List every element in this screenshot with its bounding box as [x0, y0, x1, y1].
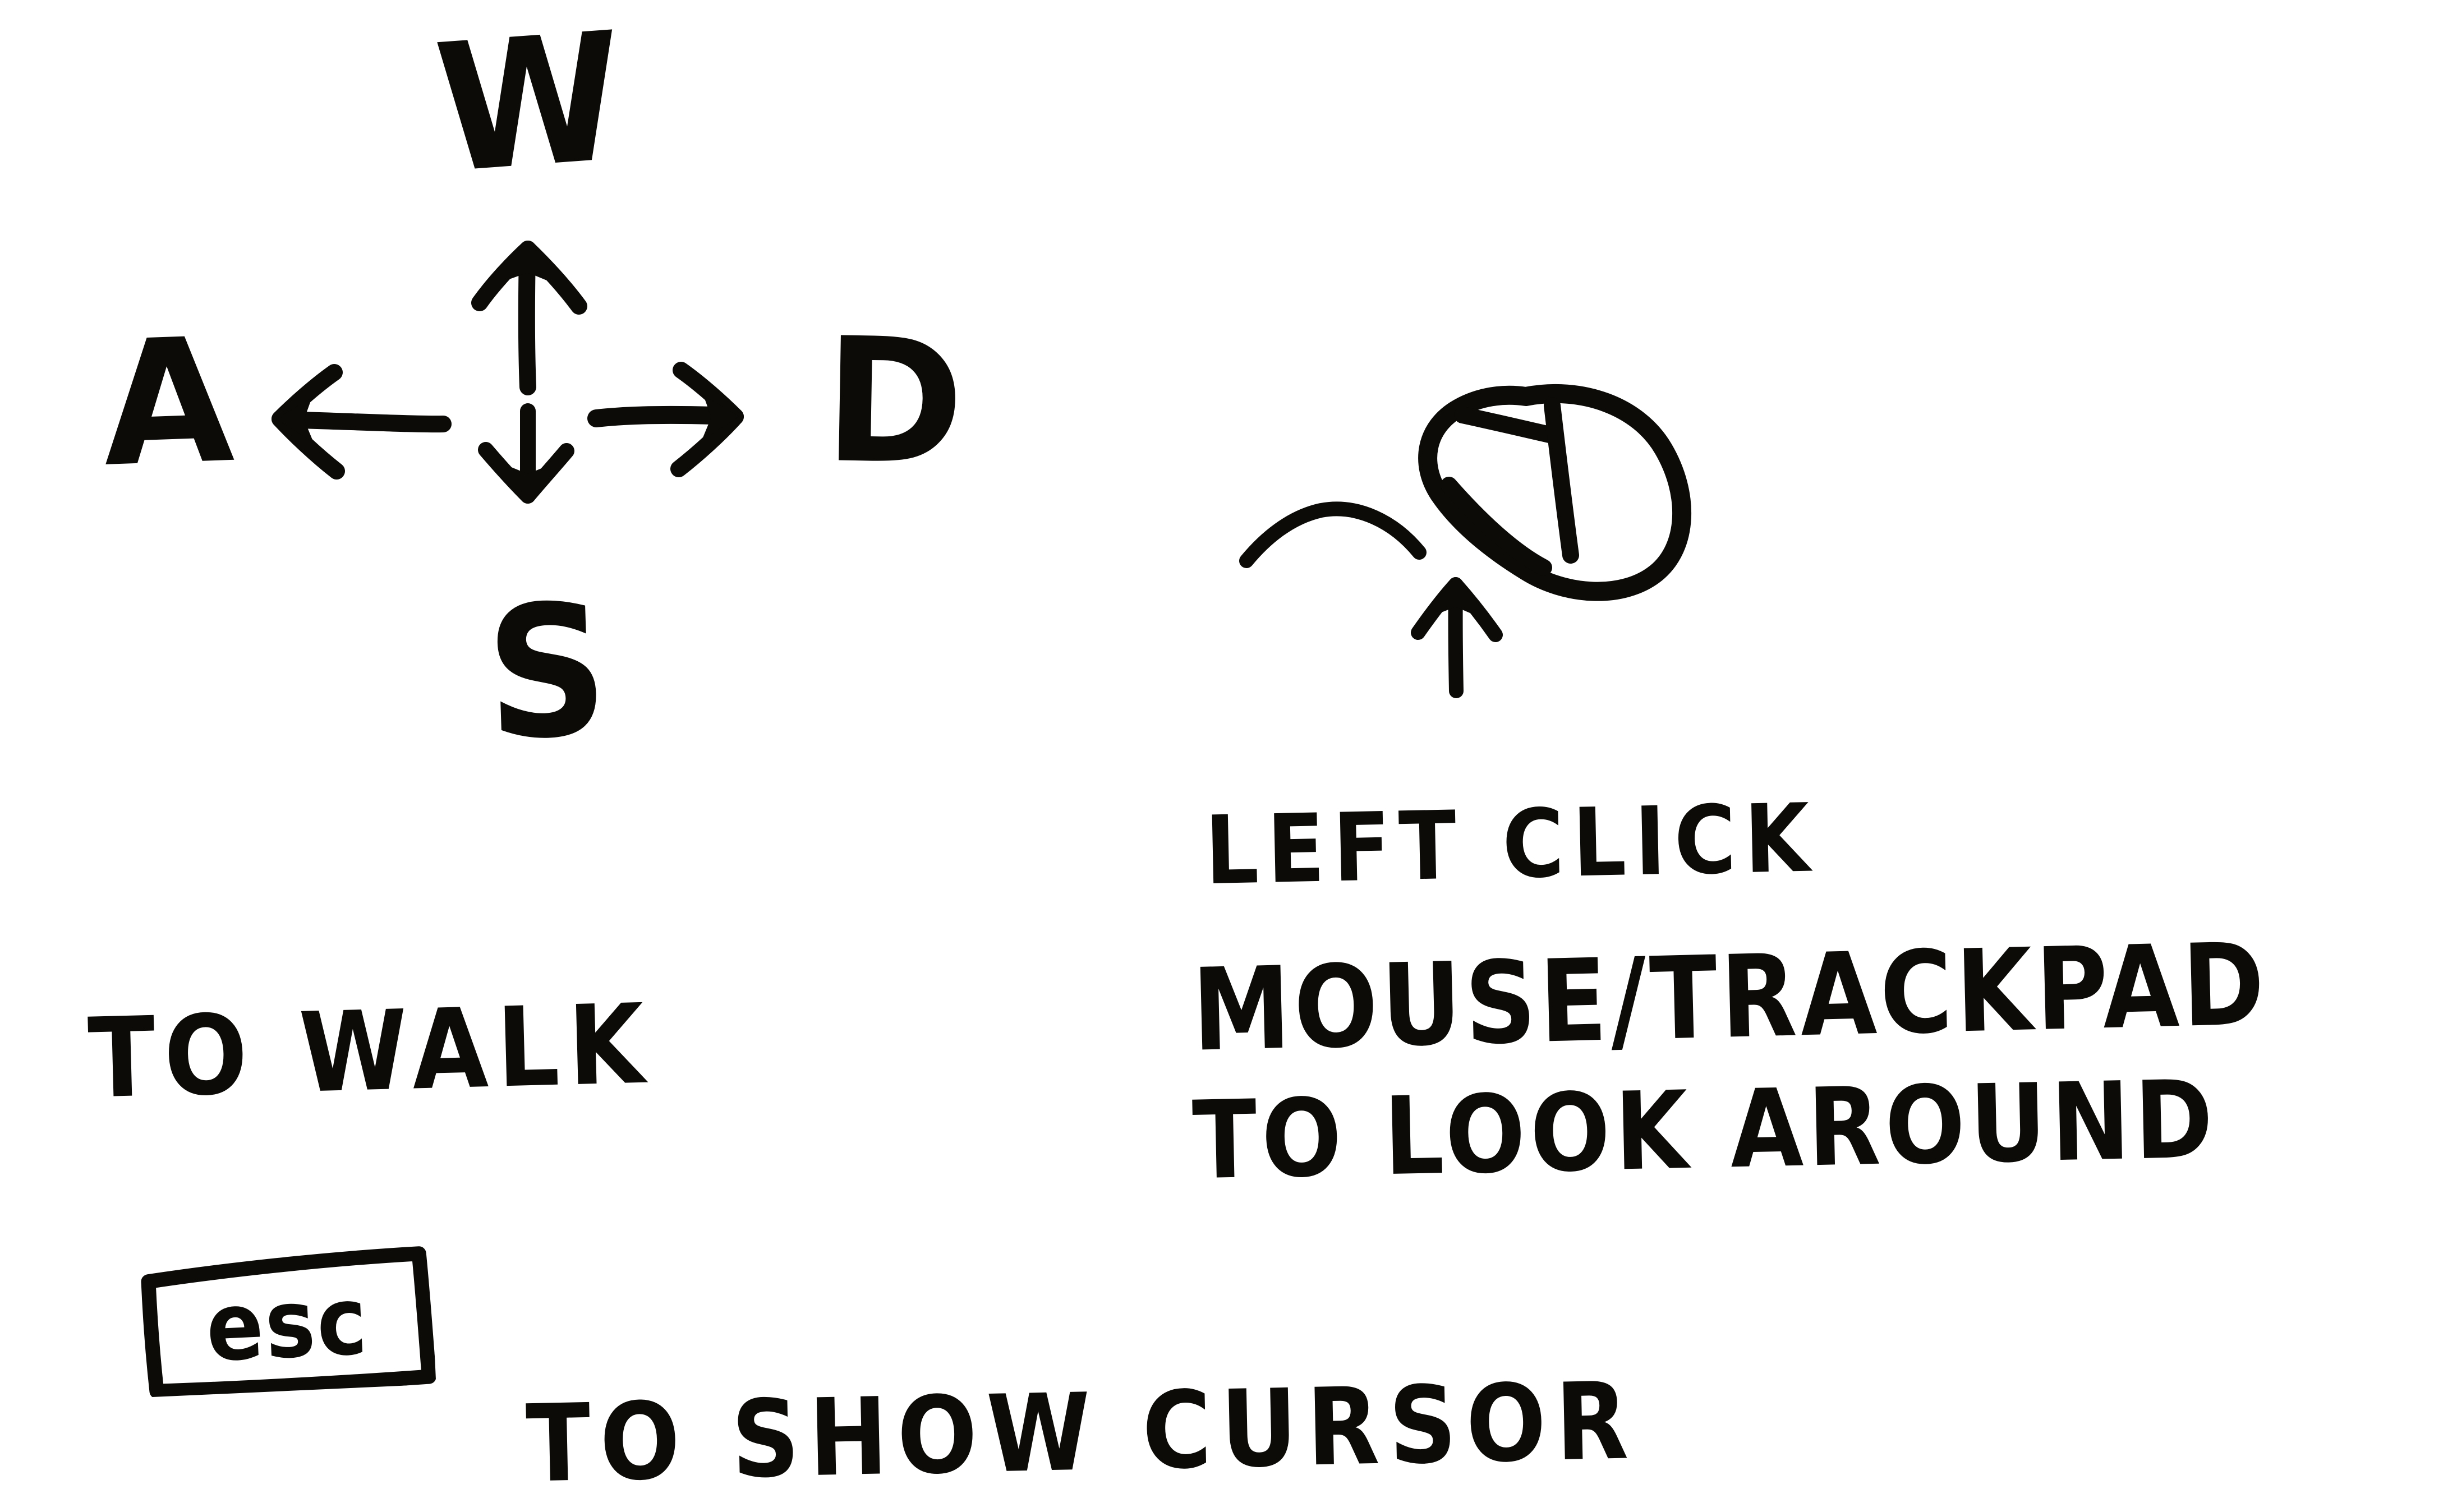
- arrow-up-icon: [471, 241, 587, 395]
- show-cursor-caption: TO SHOW CURSOR: [524, 1358, 1639, 1506]
- key-label-w: W: [430, 0, 629, 213]
- arrow-left-icon: [272, 364, 452, 480]
- mouse-pointer-arrow-icon: [1411, 577, 1503, 698]
- computer-mouse-icon: [1239, 384, 1692, 601]
- look-around-label: TO LOOK AROUND: [1191, 1057, 2219, 1204]
- esc-key-label: esc: [204, 1266, 371, 1383]
- mouse-trackpad-label: MOUSE/TRACKPAD: [1190, 918, 2270, 1077]
- esc-key-cap[interactable]: esc: [139, 1245, 436, 1399]
- key-label-a: A: [99, 301, 237, 505]
- key-label-s: S: [483, 564, 611, 781]
- arrow-down-icon: [478, 403, 574, 504]
- walk-caption: TO WALK: [86, 981, 655, 1123]
- key-label-d: D: [822, 301, 966, 503]
- left-click-label: LEFT CLICK: [1204, 783, 1819, 906]
- arrow-right-icon: [587, 362, 744, 477]
